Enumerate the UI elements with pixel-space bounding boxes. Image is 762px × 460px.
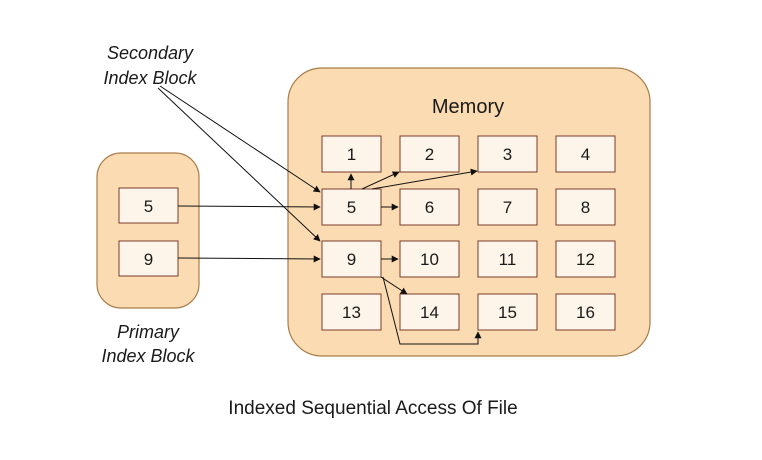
memory-block-7: [477, 188, 538, 226]
arrow-block-5-to-3: [371, 168, 478, 190]
primary-index-cell-5: [118, 187, 179, 224]
memory-block-label-11: 11: [499, 250, 517, 269]
memory-block-6: [399, 188, 460, 226]
memory-block-14: [399, 293, 460, 331]
memory-block-label-5: 5: [347, 198, 356, 217]
memory-block-label-14: 14: [420, 303, 439, 322]
memory-block-13: [321, 293, 382, 331]
memory-block-3: [477, 135, 538, 173]
memory-blocks: [321, 135, 616, 331]
secondary-index-label-line1: Secondary: [107, 43, 194, 63]
memory-block-2: [399, 135, 460, 173]
memory-block-12: [555, 240, 616, 278]
memory-block-labels: 1 2 3 4 5 6 7 8 9 10 11 12 13 14 15 16: [342, 145, 595, 322]
arrow-block-9-to-14: [380, 276, 408, 295]
memory-title: Memory: [432, 96, 504, 118]
memory-block-label-7: 7: [503, 198, 512, 217]
memory-block-5: [321, 188, 382, 226]
secondary-index-label-line2: Index Block: [103, 68, 197, 88]
arrow-block-5-to-2: [361, 171, 400, 190]
memory-block-label-15: 15: [498, 303, 517, 322]
memory-block-label-16: 16: [576, 303, 595, 322]
memory-block-label-2: 2: [425, 145, 434, 164]
memory-block-label-8: 8: [581, 198, 590, 217]
primary-index-label-9: 9: [144, 250, 153, 269]
memory-block-11: [477, 240, 538, 278]
primary-index-label-line1: Primary: [117, 322, 180, 342]
memory-block-label-12: 12: [576, 250, 595, 269]
memory-block-label-9: 9: [347, 250, 356, 269]
arrow-secondary-to-block-5: [159, 85, 321, 193]
memory-block-10: [399, 240, 460, 278]
memory-block-label-4: 4: [581, 145, 590, 164]
diagram-caption: Indexed Sequential Access Of File: [228, 398, 517, 419]
memory-block-label-13: 13: [342, 303, 361, 322]
arrow-secondary-to-block-9: [157, 87, 321, 242]
memory-block-label-10: 10: [420, 250, 439, 269]
memory-block-label-6: 6: [425, 198, 434, 217]
memory-block-4: [555, 135, 616, 173]
memory-block-label-3: 3: [503, 145, 512, 164]
primary-index-label-line2: Index Block: [101, 346, 195, 366]
memory-block-1: [321, 135, 382, 173]
memory-block-15: [477, 293, 538, 331]
arrow-primary-9-to-block-9: [177, 255, 321, 263]
arrow-block-9-to-15: [382, 276, 482, 345]
pointer-arrows: [157, 85, 482, 345]
primary-index-label-5: 5: [144, 197, 153, 216]
arrow-primary-5-to-block-5: [177, 203, 321, 211]
memory-block-8: [555, 188, 616, 226]
primary-index-container: [96, 152, 200, 309]
memory-block-label-1: 1: [347, 145, 356, 164]
memory-block-16: [555, 293, 616, 331]
memory-block-9: [321, 240, 382, 278]
